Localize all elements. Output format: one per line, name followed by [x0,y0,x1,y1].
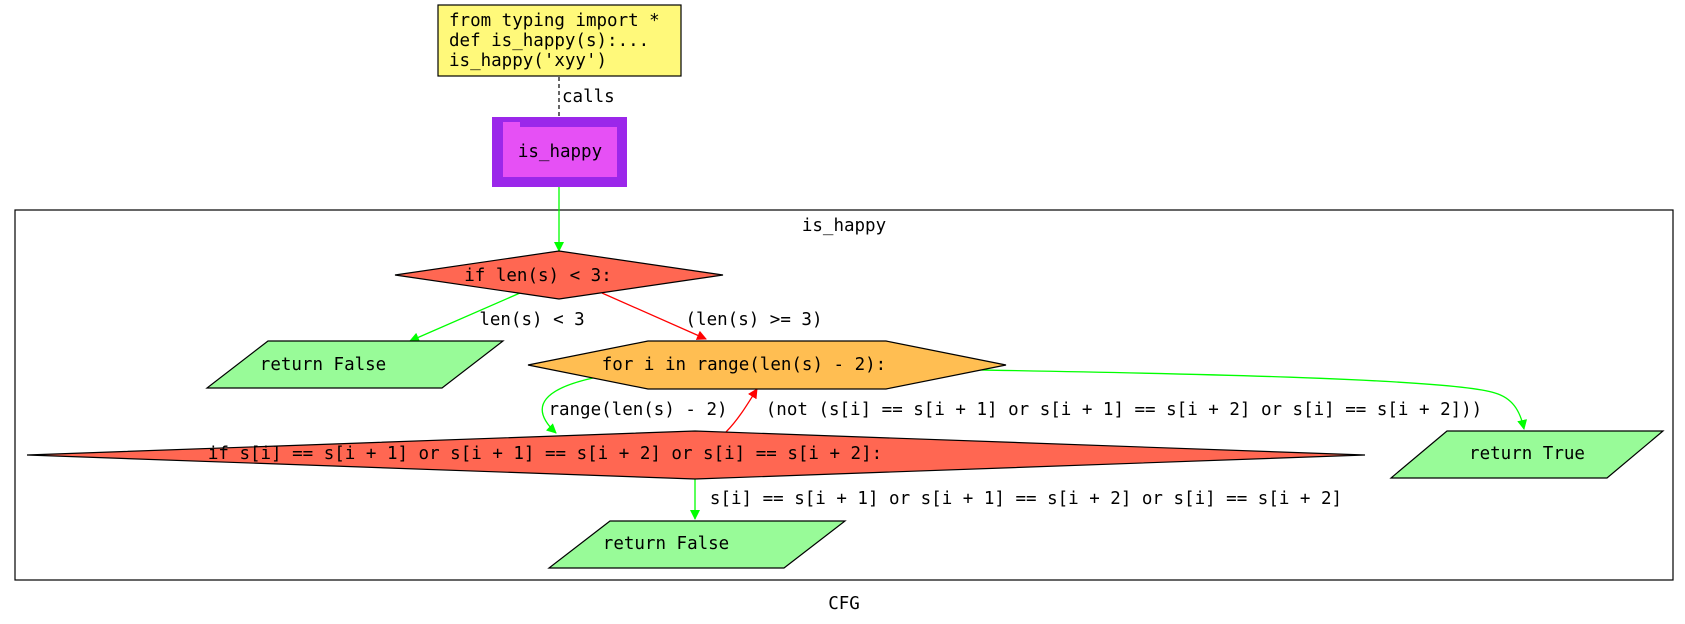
call-edge: calls [554,77,615,128]
diagram-caption: CFG [828,594,860,614]
function-node[interactable]: is_happy [492,117,627,187]
edge-len-lt-3 [409,292,521,342]
node-return-false-2-label: return False [603,534,729,554]
edge-range-loop [541,377,594,434]
edge-label-not-condition: (not (s[i] == s[i + 1] or s[i + 1] == s[… [766,400,1482,420]
call-box-line-2: def is_happy(s):... [449,31,649,51]
cluster-is-happy: is_happy [14,209,1674,581]
node-if-eq[interactable]: if s[i] == s[i + 1] or s[i + 1] == s[i +… [26,430,1366,480]
edge-label-len-lt-3: len(s) < 3 [479,310,584,330]
edge-loop-exit [979,369,1528,430]
node-for-loop-label: for i in range(len(s) - 2): [602,355,886,375]
edge-label-len-ge-3: (len(s) >= 3) [686,310,823,330]
edge-label-range-loop: range(len(s) - 2) [548,400,727,420]
node-if-len[interactable]: if len(s) < 3: [394,250,724,300]
cluster-title: is_happy [802,216,886,236]
node-return-true-label: return True [1469,444,1585,464]
edge-labels: len(s) < 3 (len(s) >= 3) range(len(s) - … [479,310,1482,509]
call-box: from typing import * def is_happy(s):...… [437,4,682,77]
node-for-loop[interactable]: for i in range(len(s) - 2): [527,340,1007,390]
edge-loop-back [725,388,758,433]
node-if-len-label: if len(s) < 3: [464,266,612,286]
call-box-line-1: from typing import * [449,11,660,31]
call-box-line-3: is_happy('xyy') [449,51,607,71]
node-return-false-1-label: return False [260,355,386,375]
call-edge-label: calls [562,87,615,107]
function-node-label: is_happy [518,142,602,162]
node-return-true[interactable]: return True [1389,430,1665,479]
node-if-eq-label: if s[i] == s[i + 1] or s[i + 1] == s[i +… [208,444,882,464]
cfg-edges [409,187,1528,520]
edge-len-ge-3 [601,292,707,340]
node-return-false-2[interactable]: return False [547,520,847,569]
node-return-false-1[interactable]: return False [205,340,505,389]
edge-label-condition-true: s[i] == s[i + 1] or s[i + 1] == s[i + 2]… [710,489,1342,509]
